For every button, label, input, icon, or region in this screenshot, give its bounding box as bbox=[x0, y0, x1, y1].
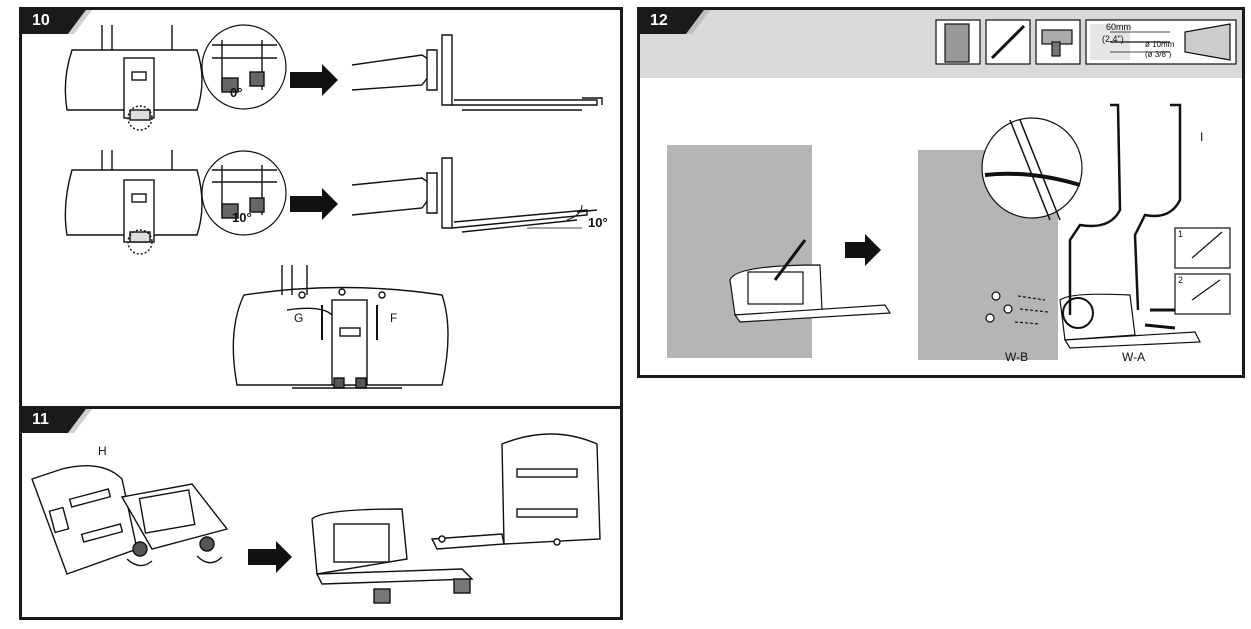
part-h-label: H bbox=[98, 444, 107, 458]
step-10-illustration bbox=[64, 24, 603, 389]
part-wa-label: W-A bbox=[1122, 350, 1146, 364]
step-12-number: 12 bbox=[650, 12, 668, 29]
step-10-panel: 10 bbox=[19, 7, 623, 410]
step-10-number: 10 bbox=[32, 12, 50, 29]
diameter-mm-label: ø 10mm bbox=[1145, 40, 1175, 49]
depth-mm-label: 60mm bbox=[1106, 22, 1132, 32]
step-11-badge: 11 bbox=[22, 409, 92, 433]
step-11-panel: 11 H bbox=[19, 406, 623, 620]
step-12-panel: 12 bbox=[637, 7, 1245, 378]
part-g-label: G bbox=[294, 311, 304, 325]
tilt-angle-label: 10° bbox=[588, 215, 608, 230]
depth-in-label: (2.4") bbox=[1102, 34, 1124, 44]
angle-0-label: 0° bbox=[230, 85, 243, 100]
step-12-illustration bbox=[667, 19, 1237, 360]
part-wb-label: W-B bbox=[1005, 350, 1029, 364]
sub-step-2-label: 2 bbox=[1178, 275, 1184, 285]
step-12-badge: 12 bbox=[640, 10, 710, 34]
step-10-badge: 10 bbox=[22, 10, 92, 34]
angle-10-label: 10° bbox=[232, 210, 252, 225]
sub-step-1-label: 1 bbox=[1178, 229, 1184, 239]
step-11-number: 11 bbox=[32, 411, 49, 428]
step-11-illustration bbox=[31, 433, 601, 604]
part-i-label: I bbox=[1200, 130, 1204, 144]
part-f-label: F bbox=[390, 311, 398, 325]
diameter-in-label: (ø 3/8") bbox=[1145, 50, 1172, 59]
